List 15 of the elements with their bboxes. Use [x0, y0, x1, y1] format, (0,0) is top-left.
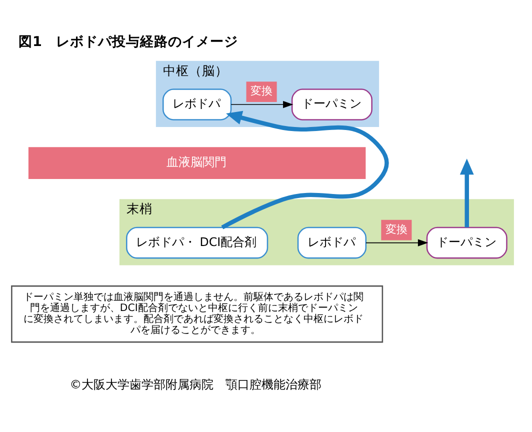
- label: ©大阪大学歯学部附属病院 顎口腔機能治療部: [70, 376, 322, 391]
- arrow: [221, 110, 389, 229]
- node-box: レボドパ: [162, 88, 232, 120]
- node-box: レボドパ・ DCI配合剤: [126, 226, 268, 258]
- edge-label: 変換: [250, 84, 273, 98]
- edge-label: 変換: [385, 222, 408, 236]
- node-box: 血液脳関門: [28, 146, 366, 178]
- caption: ドーパミン単独では血液脳関門を通過しません。前駆体であるレボドパは関門を通過しますが、DCI配合剤でないと中枢に行く前に末梢でドーパミンに変換されてしまいます。配合剤であれば変換されることなく中枢にレボドパを届けることができます。: [24, 292, 364, 336]
- arrow: [460, 158, 474, 227]
- node-box: ドーパミン: [426, 226, 508, 258]
- arrow: [230, 100, 294, 108]
- node-box: ドーパミン: [291, 88, 372, 120]
- node-box: レボドパ: [297, 226, 367, 258]
- diagram-title: 図1 レボドパ投与経路のイメージ: [18, 33, 238, 50]
- arrow: [366, 238, 428, 246]
